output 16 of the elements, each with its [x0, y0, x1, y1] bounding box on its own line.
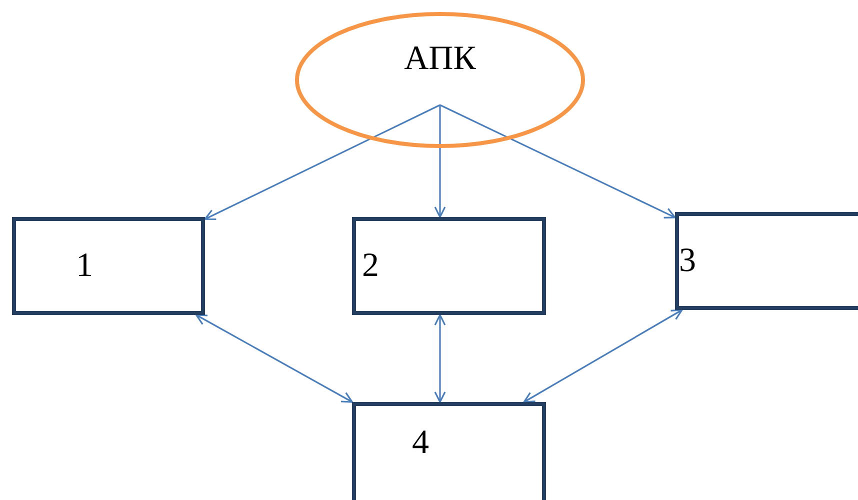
node-label: 3: [679, 244, 696, 278]
arrow: [440, 104, 676, 218]
node-label: 2: [362, 249, 379, 283]
process-box: [352, 402, 546, 500]
arrow: [204, 104, 440, 220]
arrow: [434, 314, 446, 403]
ellipse-node: [295, 12, 585, 148]
process-box: [352, 217, 546, 315]
arrow: [523, 309, 683, 403]
node-label: АПК: [404, 42, 476, 76]
node-label: 1: [76, 249, 93, 283]
process-box: [12, 217, 205, 315]
arrow: [434, 105, 446, 218]
node-label: 4: [412, 426, 429, 460]
process-box: [675, 212, 858, 310]
arrow: [196, 314, 353, 403]
